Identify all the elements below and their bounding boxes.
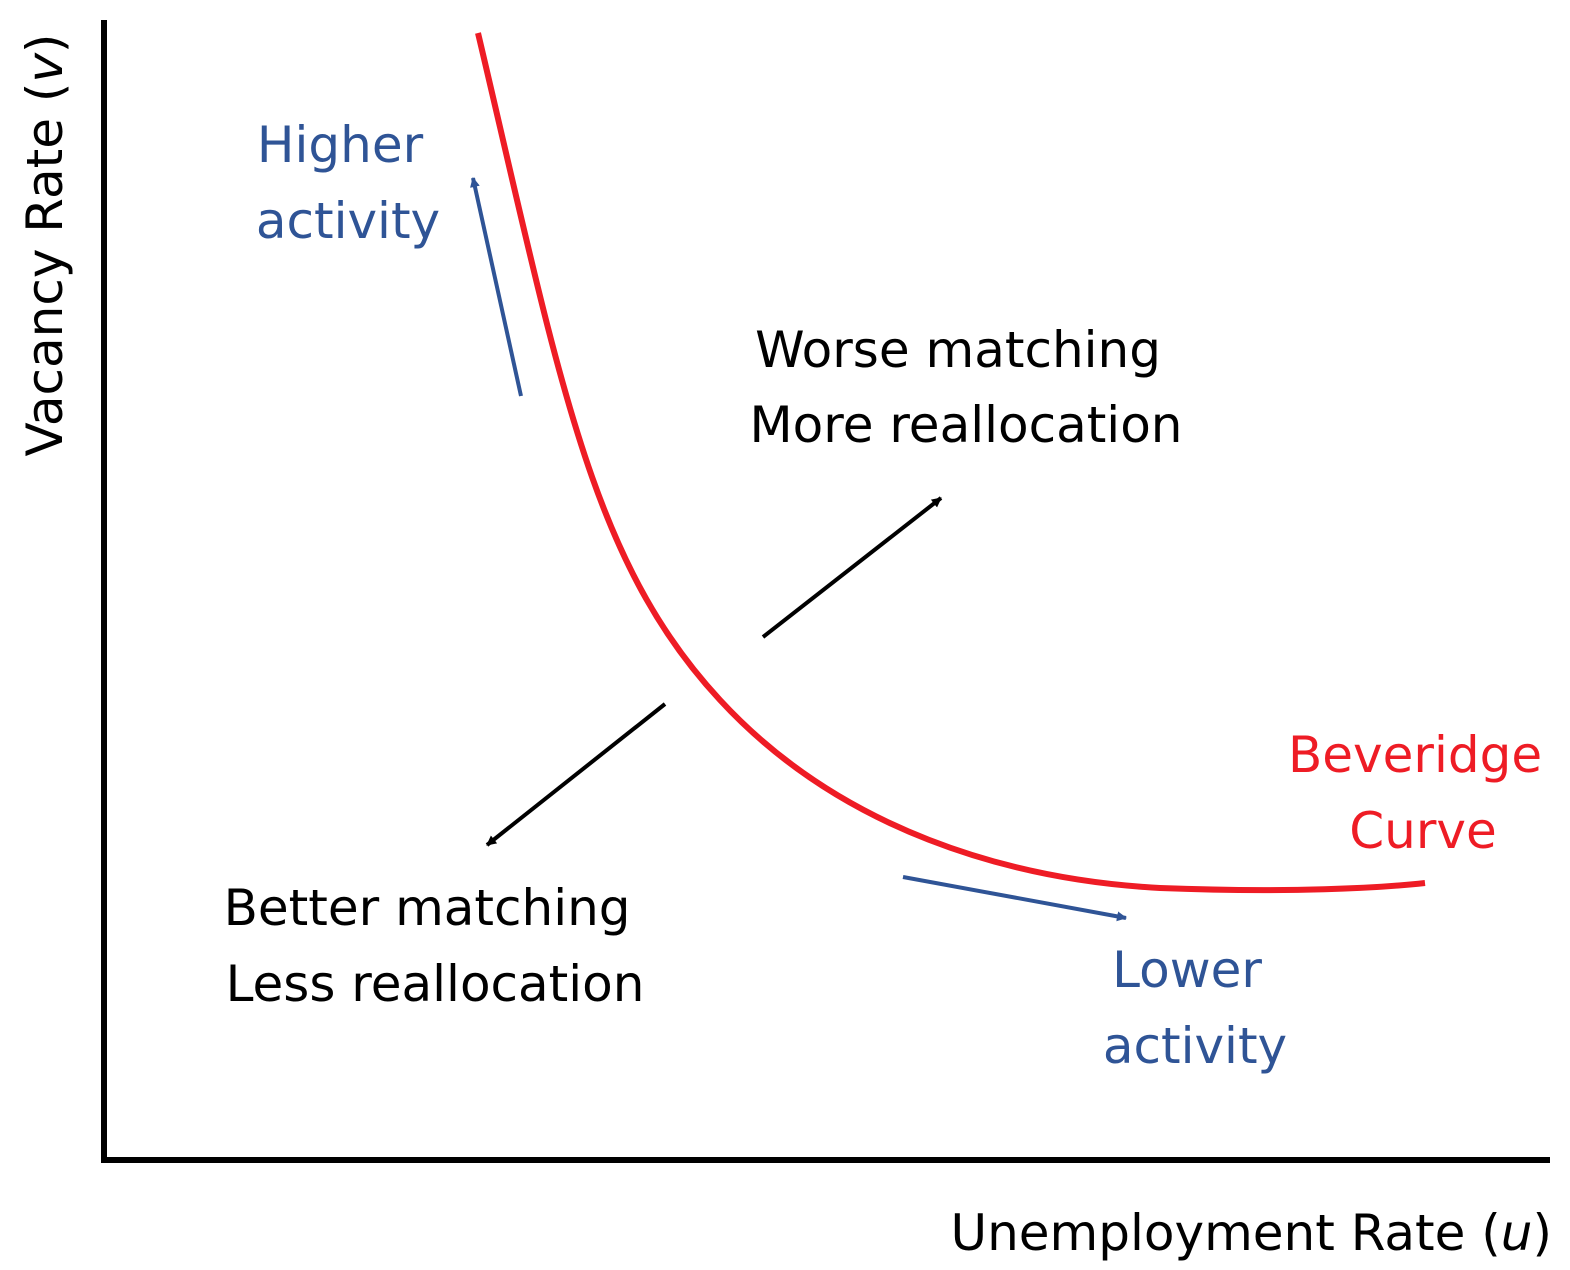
beveridge-curve bbox=[475, 32, 1426, 894]
curve-label-line2: Curve bbox=[1349, 802, 1497, 860]
curve-label-line1: Beveridge bbox=[1288, 726, 1542, 784]
better-matching-label: Better matching Less reallocation bbox=[224, 879, 647, 1013]
y-axis-label: Vacancy Rate (v) bbox=[16, 34, 74, 457]
curve-label: Beveridge Curve bbox=[1288, 726, 1558, 860]
higher-activity-label: Higher activity bbox=[256, 116, 440, 250]
lower-activity-arrow bbox=[902, 875, 1127, 922]
x-axis-label: Unemployment Rate (u) bbox=[951, 1204, 1553, 1262]
worse-matching-label: Worse matching More reallocation bbox=[750, 321, 1183, 454]
worse-matching-arrow bbox=[761, 496, 943, 639]
better-matching-arrow bbox=[485, 702, 667, 847]
higher-activity-arrow bbox=[470, 177, 523, 397]
lower-activity-label: Lower activity bbox=[1103, 941, 1287, 1075]
